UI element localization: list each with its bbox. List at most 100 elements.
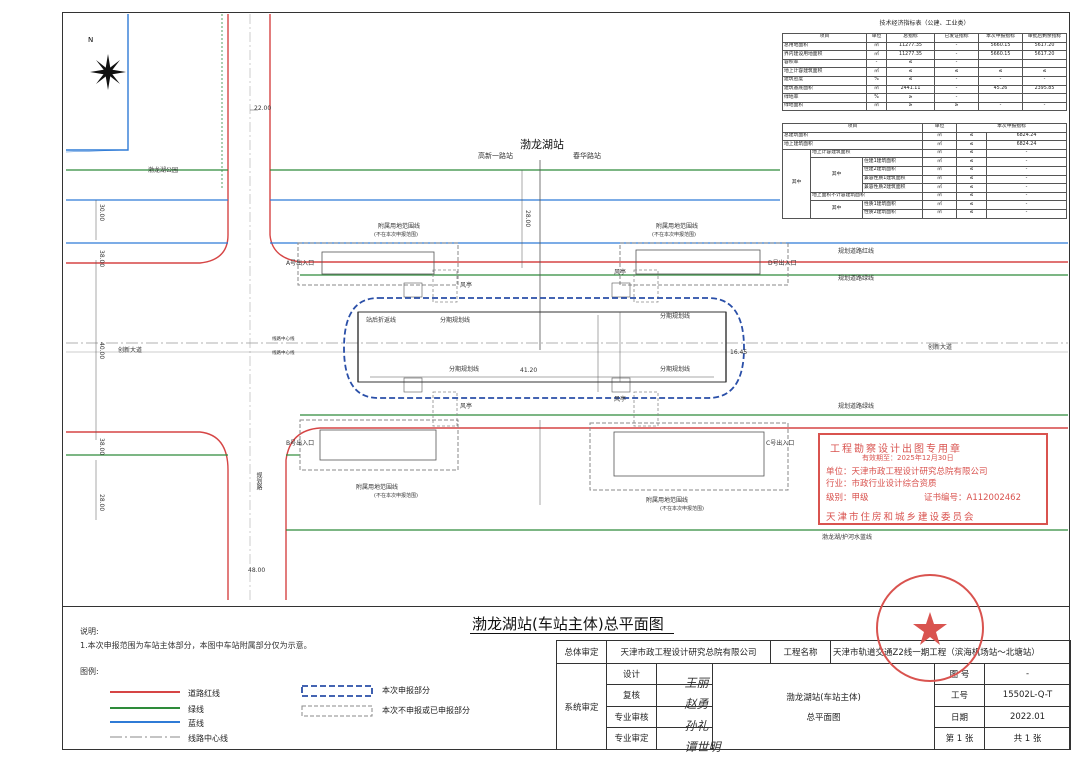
annex-note-1: (不在本次申报范围) xyxy=(374,232,418,238)
zone-label-2: 分期规划线 xyxy=(660,313,691,320)
dim-3: 40.00 xyxy=(98,342,105,360)
signature-design: 王丽 xyxy=(684,676,709,691)
th-issued: 已发证指标 xyxy=(934,33,979,43)
legend-green: 绿线 xyxy=(188,705,204,714)
park-label: 渤龙湖公园 xyxy=(148,167,179,174)
th-item: 项目 xyxy=(782,33,867,43)
tb-project-label: 工程名称 xyxy=(770,639,832,665)
legend-excluded: 本次不申报或已申报部分 xyxy=(382,706,470,715)
legend-current: 本次申报部分 xyxy=(382,686,430,695)
design-seal: 工程勘察设计出图专用章 有效期至：2025年12月30日 单位：天津市政工程设计… xyxy=(818,433,1048,525)
signature-major-lead: 孙礼 xyxy=(684,718,709,733)
table-row: 建筑密度%≤--- xyxy=(782,75,1067,86)
tb-date: 2022.01 xyxy=(984,705,1072,728)
tb-drawing-name: 渤龙湖站(车站主体) 总平面图 xyxy=(711,663,936,750)
company-seal xyxy=(876,574,984,682)
legend-blue: 蓝线 xyxy=(188,719,204,728)
dim-6: 28.00 xyxy=(524,210,531,228)
road-main-right-label: 创新大道 xyxy=(928,344,953,351)
air-shaft-2: 风亭 xyxy=(614,269,627,276)
station-body-outline xyxy=(343,297,745,399)
tb-drawing-no-label: 工号 xyxy=(934,684,986,707)
legend-title: 图例: xyxy=(80,667,99,676)
road-main-label: 创新大道 xyxy=(118,347,143,354)
tb-design: 设计 xyxy=(606,663,657,686)
tb-sheet: 第 1 张 xyxy=(934,726,986,751)
prev-station-label: 高新一路站 xyxy=(478,152,513,160)
line-center-2: 线路中心线 xyxy=(272,351,295,356)
road-vertical-label: 规划路 xyxy=(255,472,262,490)
sub-th-item: 项目 xyxy=(782,123,923,133)
indicator-table-title: 技术经济指标表（公建、工业类） xyxy=(879,20,970,27)
annex-label-3: 附属用地范围线 xyxy=(356,484,399,491)
annex-label-4: 附属用地范围线 xyxy=(646,497,689,504)
legend-swatches xyxy=(110,685,373,738)
table-row: 绿地率%≥- xyxy=(782,93,1067,103)
dim-4: 38.00 xyxy=(98,438,105,456)
legend-centerline: 线路中心线 xyxy=(188,734,228,743)
line-center-1: 线路中心线 xyxy=(272,337,295,342)
tb-check: 复核 xyxy=(606,684,657,707)
indicator-table: 技术经济指标表（公建、工业类） 项目 单位 总指标 已发证指标 本次申报指标 审… xyxy=(780,13,1069,235)
dim-0: 22.00 xyxy=(254,105,272,112)
air-shaft-4: 风亭 xyxy=(614,396,627,403)
north-arrow-icon: N xyxy=(88,36,126,90)
annex-label-1: 附属用地范围线 xyxy=(378,223,421,230)
next-station-label: 春华路站 xyxy=(573,152,601,160)
drawing-sheet xyxy=(62,12,1070,750)
zone-label-1: 分期规划线 xyxy=(440,317,471,324)
annex-label-2: 附属用地范围线 xyxy=(656,223,699,230)
dim-5: 28.00 xyxy=(98,494,105,512)
sub-th-value: 本次申报指标 xyxy=(955,123,1068,133)
th-unit: 单位 xyxy=(866,33,887,43)
th-current: 本次申报指标 xyxy=(978,33,1023,43)
table-row: 容积率-≤- xyxy=(782,58,1067,69)
star-icon xyxy=(913,612,947,645)
th-total: 总指标 xyxy=(886,33,935,43)
tb-major-review: 专业审定 xyxy=(606,726,657,751)
green-line-label-2: 规划道路绿线 xyxy=(838,403,875,410)
annex-note-4: (不在本次申报范围) xyxy=(660,506,704,512)
tb-stage-value: - xyxy=(984,663,1072,686)
exit-b: B号出入口 xyxy=(286,440,315,447)
station-width: 16.45 xyxy=(730,349,748,356)
th-remaining: 审批后剩余指标 xyxy=(1022,33,1067,43)
tb-drawing-no: 15502L-Q-T xyxy=(984,684,1072,707)
annex-note-3: (不在本次申报范围) xyxy=(374,493,418,499)
annex-note-2: (不在本次申报范围) xyxy=(652,232,696,238)
exit-c: C号出入口 xyxy=(766,440,795,447)
dim-1: 30.00 xyxy=(98,204,105,222)
signature-check: 赵勇 xyxy=(684,697,709,712)
zone-label-3: 分期规划线 xyxy=(449,366,480,373)
section-divider xyxy=(62,606,1070,607)
station-length: 41.20 xyxy=(520,367,538,374)
exit-a: A号出入口 xyxy=(286,260,315,267)
notes-title: 说明: xyxy=(80,627,99,636)
tb-major-lead: 专业审核 xyxy=(606,705,657,728)
zone-label-4: 分期规划线 xyxy=(660,366,691,373)
signature-major-review: 谭世明 xyxy=(684,740,721,755)
tb-total: 共 1 张 xyxy=(984,726,1072,751)
sub-th-unit: 单位 xyxy=(922,123,957,133)
tb-company: 天津市政工程设计研究总院有限公司 xyxy=(605,639,772,665)
tb-date-label: 日期 xyxy=(934,705,986,728)
blue-line-label: 渤龙湖/护河水蓝线 xyxy=(822,534,873,541)
station-name: 渤龙湖站 xyxy=(520,138,564,151)
drawing-title: 渤龙湖站(车站主体)总平面图 xyxy=(472,615,664,633)
air-shaft-1: 风亭 xyxy=(460,282,473,289)
title-underline xyxy=(470,633,674,634)
air-shaft-3: 风亭 xyxy=(460,403,473,410)
dim-7: 48.00 xyxy=(248,567,266,574)
